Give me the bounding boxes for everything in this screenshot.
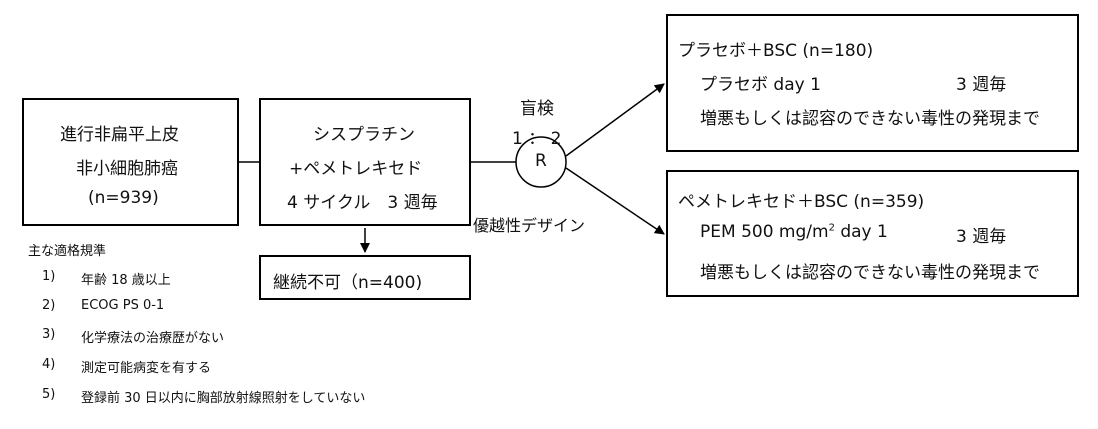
arrow-to-placebo-arm — [565, 83, 665, 157]
induction-box: シスプラチン +ペメトレキセド 4 サイクル 3 週毎 — [259, 98, 471, 226]
population-line2: 非小細胞肺癌 — [76, 159, 178, 179]
criteria-num: 5) — [42, 387, 56, 402]
criteria-text: 化学療法の治療歴がない — [81, 331, 225, 346]
allocation-ratio: 1 ： 2 — [512, 129, 562, 149]
design-label: 優越性デザイン — [473, 216, 586, 235]
criteria-num: 1) — [42, 269, 56, 284]
dropout-label: 継続不可（n=400) — [273, 273, 423, 293]
pem-arm-until: 増悪もしくは認容のできない毒性の発現まで — [700, 263, 1040, 283]
placebo-arm-dose: プラセボ day 1 — [700, 75, 821, 95]
pem-arm-box: ペメトレキセド＋BSC (n=359) PEM 500 mg/m2 day 1 … — [666, 170, 1079, 297]
placebo-arm-title: プラセボ＋BSC (n=180) — [678, 41, 874, 61]
induction-line1: シスプラチン — [313, 125, 415, 145]
pem-arm-title: ペメトレキセド＋BSC (n=359) — [678, 192, 925, 212]
criteria-text: 年齢 18 歳以上 — [81, 273, 171, 288]
induction-line2: +ペメトレキセド — [289, 159, 423, 179]
pem-arm-interval: 3 週毎 — [956, 227, 1007, 247]
pem-arm-dose: PEM 500 mg/m2 day 1 — [700, 222, 888, 242]
arrow-to-pem-arm — [565, 167, 665, 235]
criteria-text: 測定可能病変を有する — [81, 361, 212, 376]
blind-label: 盲検 — [520, 99, 554, 119]
pem-dose-suffix: day 1 — [834, 222, 888, 242]
randomization-circle — [515, 136, 567, 188]
placebo-arm-interval: 3 週毎 — [956, 75, 1007, 95]
criteria-text: ECOG PS 0-1 — [81, 298, 165, 313]
criteria-num: 4) — [42, 357, 56, 372]
randomization-node-label: R — [535, 151, 547, 171]
placebo-arm-box: プラセボ＋BSC (n=180) プラセボ day 1 3 週毎 増悪もしくは認… — [666, 14, 1079, 152]
criteria-num: 3) — [42, 327, 56, 342]
pem-dose-prefix: PEM 500 mg/m — [700, 222, 829, 242]
placebo-arm-until: 増悪もしくは認容のできない毒性の発現まで — [700, 109, 1040, 129]
population-count: (n=939) — [88, 188, 159, 208]
criteria-heading: 主な適格規準 — [28, 244, 107, 259]
induction-line3: 4 サイクル 3 週毎 — [287, 193, 438, 213]
criteria-text: 登録前 30 日以内に胸部放射線照射をしていない — [81, 391, 366, 406]
population-line1: 進行非扁平上皮 — [60, 125, 179, 145]
population-box: 進行非扁平上皮 非小細胞肺癌 (n=939) — [22, 98, 239, 226]
criteria-num: 2) — [42, 298, 56, 313]
pem-dose-exponent: 2 — [828, 222, 835, 234]
dropout-box: 継続不可（n=400) — [259, 255, 471, 300]
